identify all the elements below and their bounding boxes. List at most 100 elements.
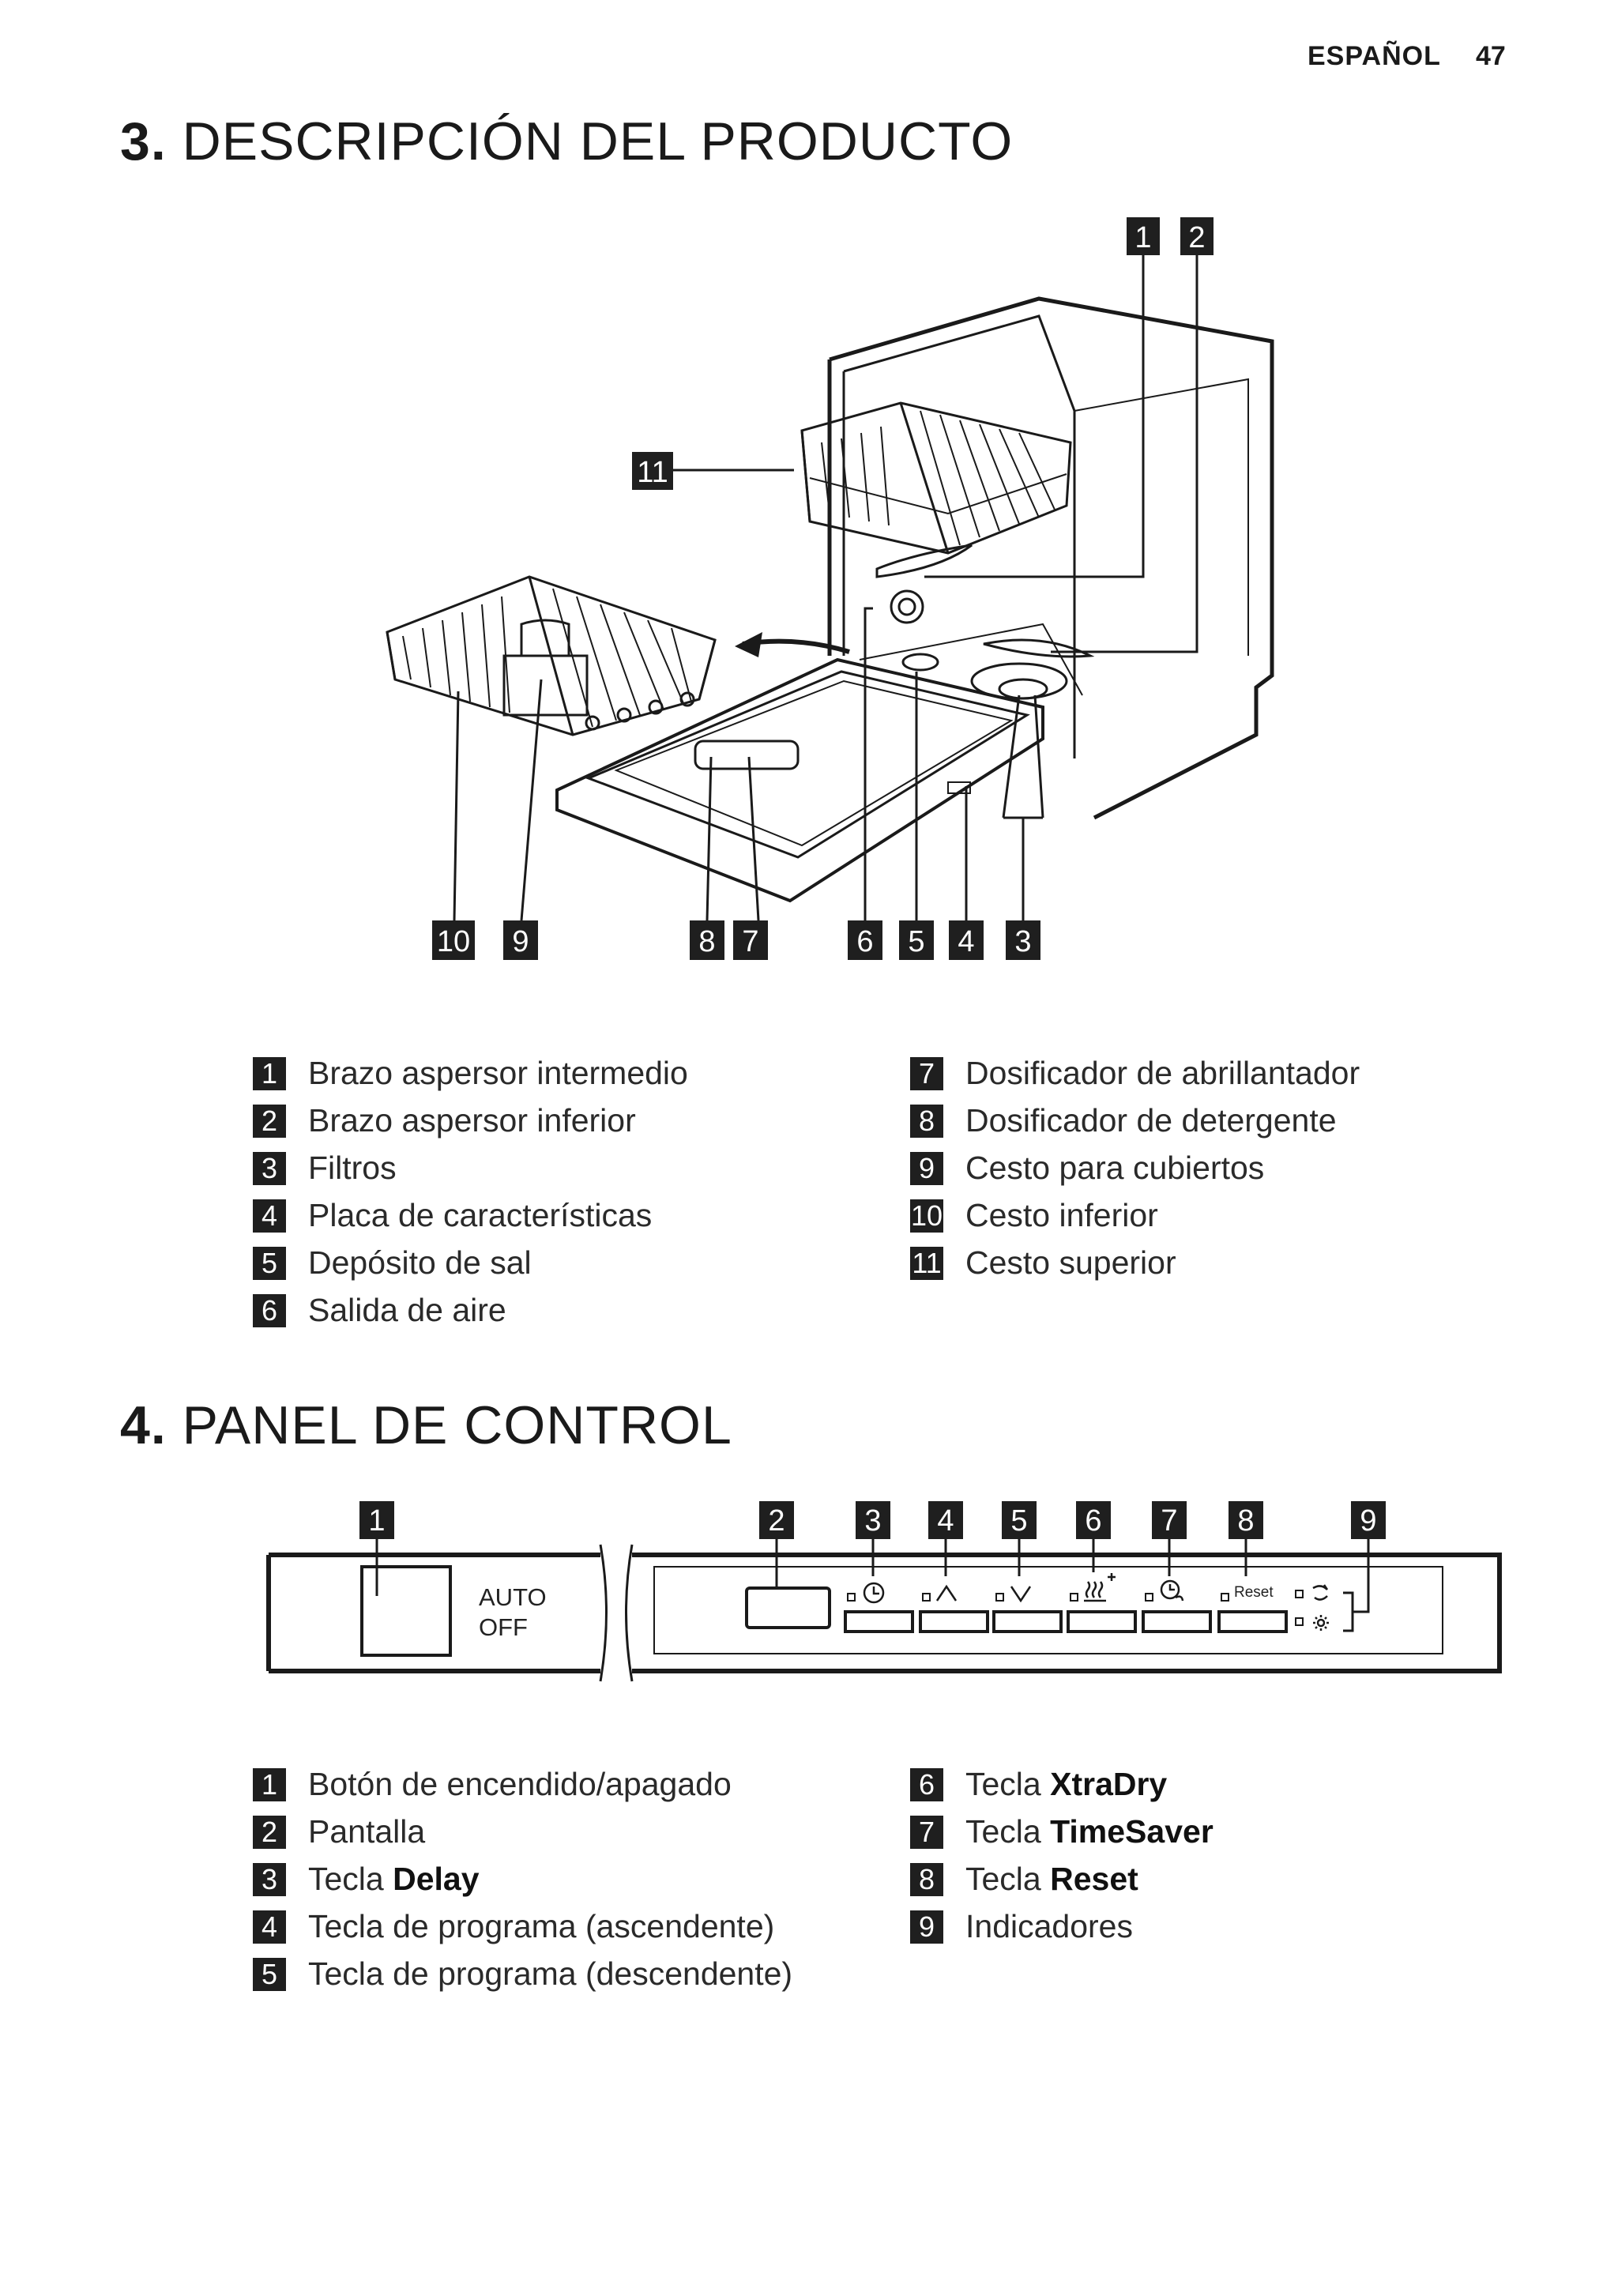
power-button[interactable]: [362, 1567, 450, 1655]
timesaver-icon: [1160, 1579, 1180, 1600]
callout-8: 8: [690, 920, 724, 960]
legend-label: Filtros: [308, 1150, 397, 1186]
program-up-button[interactable]: [920, 1612, 988, 1632]
svg-text:2: 2: [768, 1504, 785, 1538]
legend-label: Indicadores: [965, 1908, 1133, 1944]
legend-item: 3 Filtros: [253, 1150, 397, 1187]
legend-item: 6 Tecla XtraDry: [910, 1766, 1167, 1803]
legend-item: 8 Tecla Reset: [910, 1861, 1138, 1898]
callout-6: 6: [848, 920, 882, 960]
svg-text:6: 6: [1085, 1504, 1101, 1538]
reset-button[interactable]: [1219, 1612, 1286, 1632]
svg-text:7: 7: [1161, 1504, 1177, 1538]
legend-number: 2: [253, 1104, 286, 1138]
svg-text:7: 7: [742, 925, 758, 958]
legend-item: 7 Dosificador de abrillantador: [910, 1055, 1360, 1092]
legend-number: 5: [253, 1246, 286, 1280]
svg-text:3: 3: [864, 1504, 881, 1538]
program-down-button[interactable]: [994, 1612, 1061, 1632]
auto-off-label: AUTO OFF: [479, 1583, 547, 1643]
legend-number: 3: [253, 1862, 286, 1896]
legend-label: Dosificador de abrillantador: [965, 1055, 1360, 1091]
legend-label: Tecla de programa (ascendente): [308, 1908, 775, 1944]
page-number: 47: [1476, 41, 1506, 71]
legend-number: 1: [253, 1056, 286, 1090]
callout-3: 3: [1006, 920, 1040, 960]
section-4-title: 4. PANEL DE CONTROL: [120, 1395, 732, 1456]
pull-out-arrow: [735, 632, 850, 657]
lower-basket: [386, 575, 717, 736]
callout-2: 2: [1180, 217, 1214, 255]
legend-label: Brazo aspersor intermedio: [308, 1055, 688, 1091]
legend-number: 6: [253, 1293, 286, 1327]
panel-inner-frame: [653, 1566, 1443, 1654]
legend-label: Tecla Delay: [308, 1861, 480, 1897]
legend-item: 6 Salida de aire: [253, 1292, 506, 1329]
upper-basket: [800, 401, 1072, 555]
legend-item: 2 Brazo aspersor inferior: [253, 1102, 636, 1139]
legend-item: 10 Cesto inferior: [910, 1197, 1158, 1234]
svg-text:3: 3: [1014, 925, 1031, 958]
panel-callout-8: 8: [1229, 1501, 1263, 1539]
svg-text:8: 8: [1237, 1504, 1254, 1538]
legend-number: 6: [910, 1767, 943, 1801]
middle-spray-arm: [875, 544, 973, 578]
xtradry-plus-icon: [1108, 1573, 1116, 1581]
legend-item: 5 Depósito de sal: [253, 1244, 532, 1282]
panel-callout-3: 3: [856, 1501, 890, 1539]
legend-label: Cesto superior: [965, 1244, 1176, 1281]
panel-callout-5: 5: [1002, 1501, 1037, 1539]
callout-7: 7: [733, 920, 768, 960]
auto-off-line-1: AUTO: [479, 1583, 547, 1611]
callout-1: 1: [1127, 217, 1160, 255]
panel-callout-6: 6: [1076, 1501, 1111, 1539]
panel-callout-9: 9: [1351, 1501, 1386, 1539]
dishwasher-diagram: 1 2 11 10 9 8 7 6 5 4 3: [386, 217, 1274, 960]
svg-text:2: 2: [1188, 221, 1205, 254]
salt-indicator-icon: [1316, 1618, 1326, 1628]
delay-button[interactable]: [845, 1612, 912, 1632]
legend-item: 1 Botón de encendido/apagado: [253, 1766, 732, 1803]
svg-text:11: 11: [637, 456, 668, 489]
timesaver-icon-hands: [1168, 1584, 1184, 1602]
section-3-number: 3.: [120, 111, 167, 171]
callout-9: 9: [503, 920, 538, 960]
timesaver-button[interactable]: [1143, 1612, 1210, 1632]
xtradry-button[interactable]: [1068, 1612, 1135, 1632]
legend-label: Tecla Reset: [965, 1861, 1138, 1897]
callout-10: 10: [432, 920, 475, 960]
callout-11: 11: [632, 452, 673, 490]
callout-5: 5: [899, 920, 934, 960]
legend-item: 4 Tecla de programa (ascendente): [253, 1908, 774, 1945]
section-3-title: 3. DESCRIPCIÓN DEL PRODUCTO: [120, 111, 1013, 172]
section-4-number: 4.: [120, 1395, 167, 1455]
legend-item: 7 Tecla TimeSaver: [910, 1813, 1214, 1850]
legend-label: Placa de características: [308, 1197, 653, 1233]
legend-number: 5: [253, 1957, 286, 1991]
legend-item: 8 Dosificador de detergente: [910, 1102, 1337, 1139]
reset-key-label: Reset: [1234, 1584, 1274, 1601]
legend-item: 2 Pantalla: [253, 1813, 425, 1850]
rinse-aid-indicator-icon: [1312, 1584, 1329, 1601]
legend-item: 9 Indicadores: [910, 1908, 1133, 1945]
section-4-title-text: PANEL DE CONTROL: [182, 1395, 732, 1455]
legend-item: 3 Tecla Delay: [253, 1861, 480, 1898]
svg-text:1: 1: [368, 1504, 385, 1538]
legend-number: 4: [253, 1199, 286, 1233]
legend-label: Tecla de programa (descendente): [308, 1955, 793, 1992]
svg-text:8: 8: [698, 925, 715, 958]
svg-text:4: 4: [937, 1504, 954, 1538]
svg-text:5: 5: [1010, 1504, 1027, 1538]
lower-spray-arm: [901, 638, 1095, 700]
legend-label: Salida de aire: [308, 1292, 506, 1328]
delay-icon: [863, 1582, 885, 1604]
panel-callout-2: 2: [759, 1501, 794, 1539]
arrow-down-icon: [1010, 1586, 1032, 1603]
legend-item: 9 Cesto para cubiertos: [910, 1150, 1264, 1187]
svg-text:5: 5: [908, 925, 924, 958]
legend-label: Tecla XtraDry: [965, 1766, 1168, 1802]
legend-item: 11 Cesto superior: [910, 1244, 1176, 1282]
svg-text:9: 9: [512, 925, 529, 958]
legend-label: Cesto inferior: [965, 1197, 1158, 1233]
legend-number: 8: [910, 1104, 943, 1138]
